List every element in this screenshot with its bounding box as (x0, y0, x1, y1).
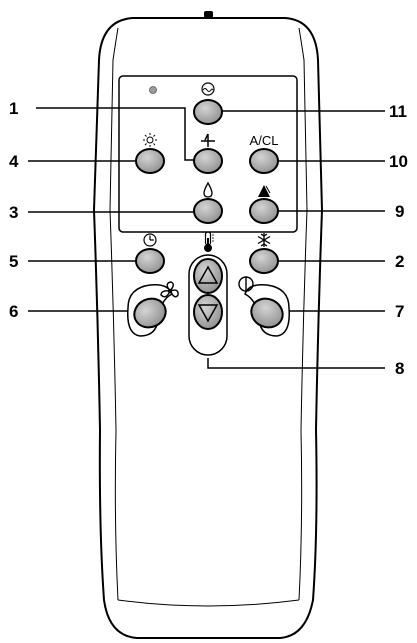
auto-icon (258, 185, 271, 197)
button-8-temp-down[interactable] (193, 294, 223, 330)
button-11-sleep[interactable] (193, 99, 223, 125)
callout-lines (28, 107, 385, 369)
led-indicator (149, 86, 157, 94)
button-7-power[interactable] (247, 294, 288, 333)
clock-icon (143, 233, 157, 247)
callout-5: 5 (9, 252, 18, 271)
button-2-cool[interactable] (249, 248, 279, 274)
callout-7: 7 (395, 302, 404, 321)
snowflake-icon (257, 233, 271, 247)
buttons (127, 99, 290, 356)
acl-label: A/CL (250, 133, 279, 148)
callout-numbers: 1 4 3 5 6 11 10 9 2 7 8 (9, 99, 408, 378)
button-5-timer[interactable] (135, 248, 165, 274)
button-6-fan[interactable] (130, 294, 171, 333)
thermometer-icon (204, 231, 214, 252)
fan-speed-icon (201, 133, 215, 147)
arrow-up-icon (197, 265, 219, 284)
callout-4: 4 (9, 152, 19, 171)
callout-2: 2 (395, 252, 404, 271)
callout-6: 6 (9, 302, 18, 321)
antenna-nub (204, 11, 213, 18)
fan-icon (160, 281, 179, 298)
drop-icon (203, 181, 213, 198)
button-4-light[interactable] (135, 148, 165, 174)
button-icons: A/CL (143, 82, 279, 298)
button-8-temp-up[interactable] (193, 258, 223, 294)
leader-8 (207, 358, 385, 369)
power-icon (238, 276, 254, 292)
callout-3: 3 (9, 203, 18, 222)
button-10-acl[interactable] (249, 148, 279, 174)
callout-1: 1 (9, 99, 18, 118)
callout-11: 11 (389, 102, 407, 121)
arrow-down-icon (197, 304, 219, 323)
callout-10: 10 (389, 152, 408, 171)
callout-9: 9 (395, 202, 404, 221)
leader-1 (36, 107, 196, 161)
callout-8: 8 (395, 359, 404, 378)
button-3-dry[interactable] (193, 198, 223, 224)
button-9-auto[interactable] (249, 198, 279, 224)
button-1-fan-speed[interactable] (193, 148, 223, 174)
sleep-icon (201, 82, 215, 96)
sun-icon (143, 133, 157, 147)
